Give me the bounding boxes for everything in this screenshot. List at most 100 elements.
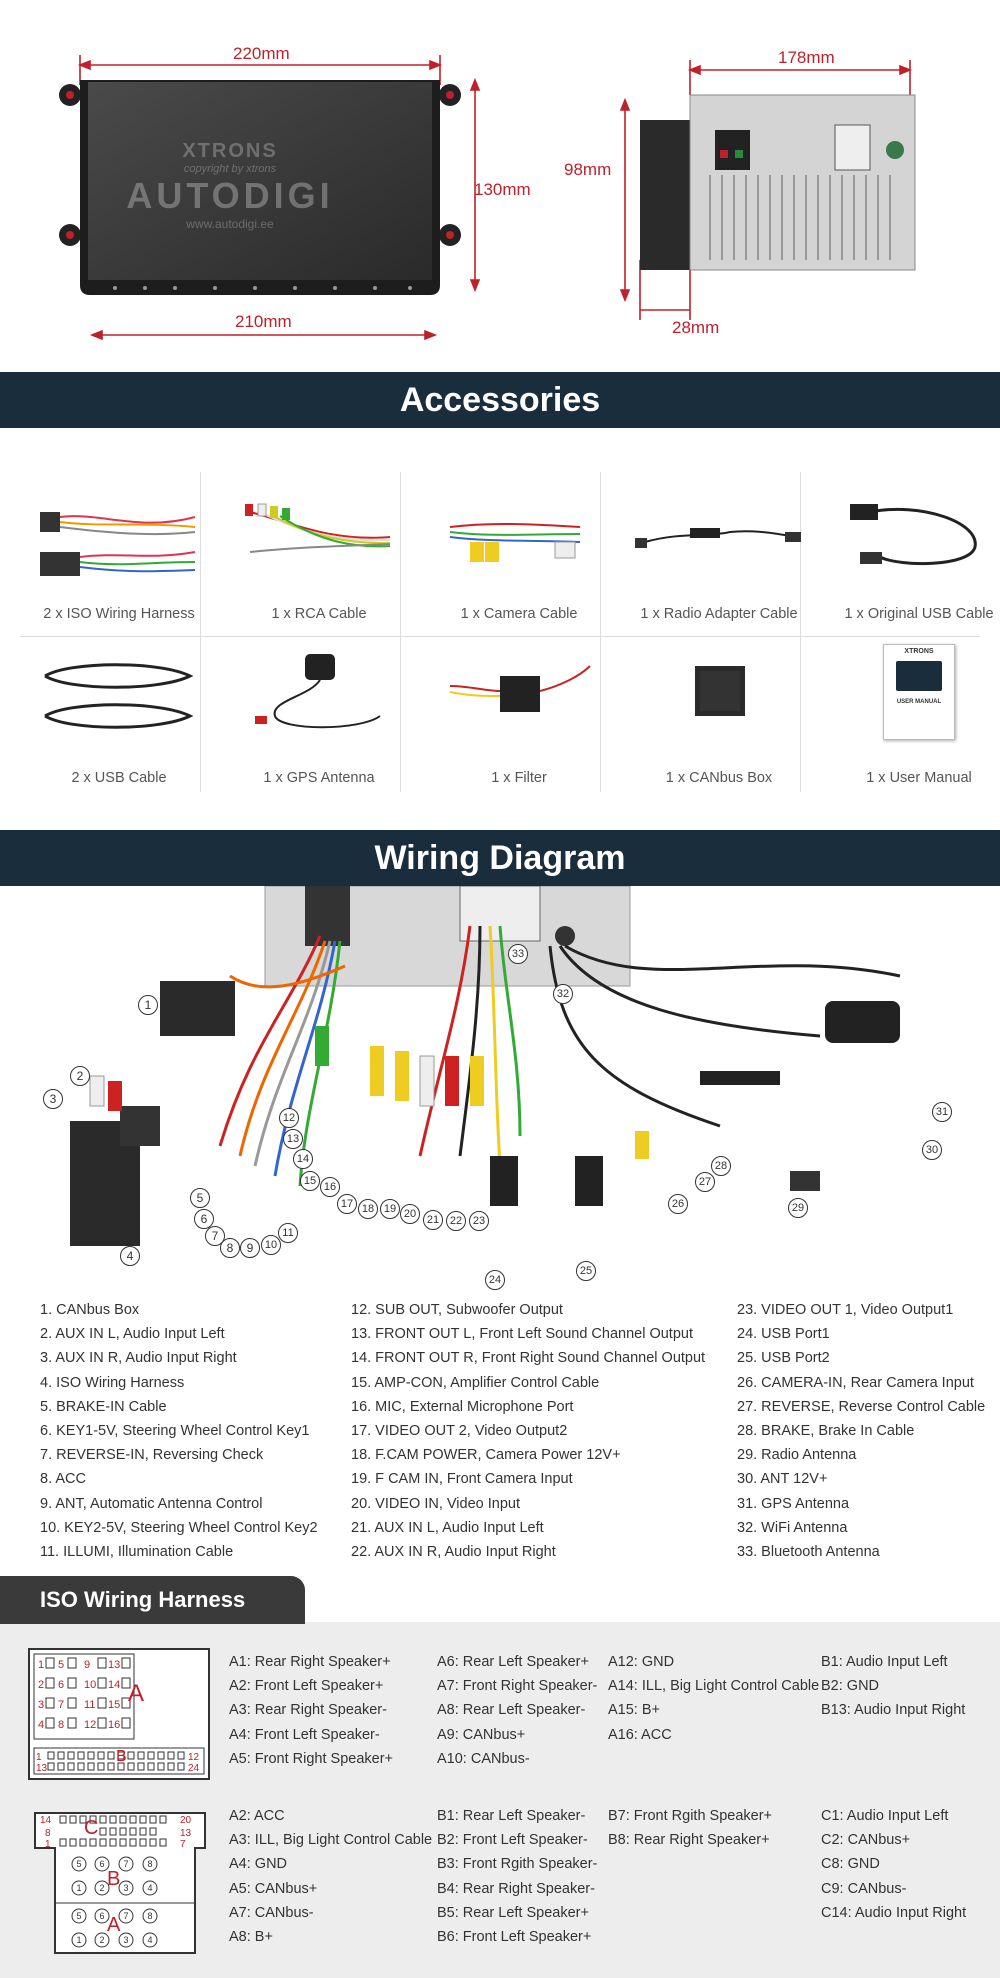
- callout: 23: [469, 1211, 489, 1231]
- legend-item: 14. FRONT OUT R, Front Right Sound Chann…: [351, 1350, 706, 1367]
- front-width-top-label: 220mm: [233, 44, 290, 63]
- manual-image: [896, 661, 942, 691]
- accessory-iso-harness: 2 x ISO Wiring Harness: [20, 472, 218, 634]
- pin-item: B3: Front Rgith Speaker-: [437, 1856, 598, 1873]
- pin-item: C1: Audio Input Left: [821, 1808, 949, 1824]
- pin-item: C9: CANbus-: [821, 1880, 907, 1897]
- accessory-user-manual: XTRONS USER MANUAL 1 x User Manual: [820, 636, 1000, 798]
- pin-item: A7: CANbus-: [229, 1904, 314, 1921]
- callout: 33: [508, 944, 528, 964]
- legend-item: 22. AUX IN R, Audio Input Right: [351, 1544, 556, 1561]
- pin-item: B1: Audio Input Left: [821, 1654, 948, 1670]
- pin-item: B2: Front Left Speaker-: [437, 1832, 588, 1849]
- svg-text:6: 6: [99, 1911, 104, 1921]
- iso-block2-col3: B7: Front Rgith Speaker+ B8: Rear Right …: [608, 1804, 772, 1852]
- grid-line: [600, 472, 601, 792]
- pin-item: B8: Rear Right Speaker+: [608, 1832, 770, 1849]
- svg-text:5: 5: [76, 1911, 81, 1921]
- accessory-label: 1 x Camera Cable: [460, 606, 578, 622]
- callout: 12: [279, 1108, 299, 1128]
- pin-item: A3: Rear Right Speaker-: [229, 1702, 387, 1719]
- legend-item: 8. ACC: [40, 1471, 86, 1488]
- legend-item: 17. VIDEO OUT 2, Video Output2: [351, 1423, 568, 1440]
- callout: 17: [337, 1194, 357, 1214]
- callout: 8: [220, 1238, 240, 1258]
- pin-item: A7: Front Right Speaker-: [437, 1678, 598, 1695]
- pin-item: A3: ILL, Big Light Control Cable: [229, 1832, 433, 1849]
- legend-item: 9. ANT, Automatic Antenna Control: [40, 1495, 263, 1512]
- legend-item: 16. MIC, External Microphone Port: [351, 1398, 574, 1415]
- svg-text:3: 3: [123, 1935, 128, 1945]
- pin-item: C2: CANbus+: [821, 1832, 911, 1849]
- legend-item: 12. SUB OUT, Subwoofer Output: [351, 1302, 563, 1318]
- front-height-label: 130mm: [474, 180, 531, 199]
- front-unit-drawing: [59, 55, 481, 340]
- legend-column-2: 12. SUB OUT, Subwoofer Output 13. FRONT …: [351, 1298, 705, 1564]
- svg-text:8: 8: [147, 1911, 152, 1921]
- callout: 2: [70, 1066, 90, 1086]
- callout: 21: [423, 1210, 443, 1230]
- conn1-letter-a: A: [128, 1680, 145, 1707]
- svg-text:4: 4: [147, 1935, 152, 1945]
- callout: 6: [194, 1209, 214, 1229]
- callout: 24: [485, 1270, 505, 1290]
- pin-item: A16: ACC: [608, 1726, 672, 1743]
- legend-item: 27. REVERSE, Reverse Control Cable: [737, 1398, 986, 1415]
- accessory-canbus-box: 1 x CANbus Box: [620, 636, 818, 798]
- pin-item: A5: Front Right Speaker+: [229, 1750, 394, 1767]
- svg-text:7: 7: [180, 1839, 186, 1850]
- callout: 15: [300, 1171, 320, 1191]
- svg-text:13: 13: [36, 1763, 48, 1774]
- svg-text:5: 5: [58, 1659, 64, 1671]
- svg-text:20: 20: [180, 1815, 192, 1826]
- pin-item: B1: Rear Left Speaker-: [437, 1808, 586, 1824]
- pin-item: B13: Audio Input Right: [821, 1702, 966, 1719]
- callout: 4: [120, 1246, 140, 1266]
- legend-item: 23. VIDEO OUT 1, Video Output1: [737, 1302, 954, 1318]
- callout: 7: [205, 1226, 225, 1246]
- svg-text:1: 1: [76, 1935, 81, 1945]
- svg-text:6: 6: [58, 1679, 64, 1691]
- watermark-copyright: copyright by xtrons: [183, 163, 277, 175]
- pin-item: B2: GND: [821, 1678, 880, 1695]
- svg-text:12: 12: [84, 1719, 96, 1731]
- accessory-label: 1 x Original USB Cable: [844, 606, 994, 622]
- callout: 5: [190, 1188, 210, 1208]
- iso-tab: ISO Wiring Harness: [0, 1576, 305, 1624]
- callout: 29: [788, 1198, 808, 1218]
- callout: 9: [240, 1238, 260, 1258]
- callout: 11: [278, 1223, 298, 1243]
- pin-item: A12: GND: [608, 1654, 675, 1670]
- accessory-gps-antenna: 1 x GPS Antenna: [220, 636, 418, 798]
- svg-text:2: 2: [99, 1935, 104, 1945]
- legend-item: 29. Radio Antenna: [737, 1447, 857, 1464]
- legend-item: 33. Bluetooth Antenna: [737, 1544, 880, 1561]
- back-width-label: 178mm: [778, 48, 835, 67]
- wiring-title: Wiring Diagram: [374, 839, 626, 877]
- svg-text:13: 13: [108, 1659, 120, 1671]
- conn2-letter-c: C: [84, 1817, 99, 1839]
- callout: 13: [283, 1129, 303, 1149]
- legend-item: 31. GPS Antenna: [737, 1495, 850, 1512]
- svg-text:24: 24: [188, 1763, 200, 1774]
- conn2-letter-b: B: [107, 1868, 121, 1890]
- legend-item: 2. AUX IN L, Audio Input Left: [40, 1326, 225, 1343]
- usb-cable-icon: [850, 504, 977, 565]
- user-manual-cover: XTRONS USER MANUAL: [883, 644, 955, 740]
- back-depth-label: 28mm: [672, 318, 720, 337]
- grid-line: [400, 472, 401, 792]
- pin-item: A8: B+: [229, 1929, 273, 1946]
- iso-title: ISO Wiring Harness: [40, 1587, 246, 1612]
- accessory-original-usb: 1 x Original USB Cable: [820, 472, 1000, 634]
- callout: 16: [320, 1177, 340, 1197]
- legend-item: 26. CAMERA-IN, Rear Camera Input: [737, 1374, 974, 1391]
- callout: 25: [576, 1261, 596, 1281]
- legend-item: 15. AMP-CON, Amplifier Control Cable: [351, 1374, 600, 1391]
- accessories-divider: [20, 636, 980, 637]
- accessory-usb-cable: 2 x USB Cable: [20, 636, 218, 798]
- accessories-banner: Accessories: [0, 372, 1000, 428]
- pin-item: A4: Front Left Speaker-: [229, 1726, 380, 1743]
- watermark-brand: XTRONS: [182, 140, 278, 162]
- pin-item: A2: ACC: [229, 1808, 285, 1824]
